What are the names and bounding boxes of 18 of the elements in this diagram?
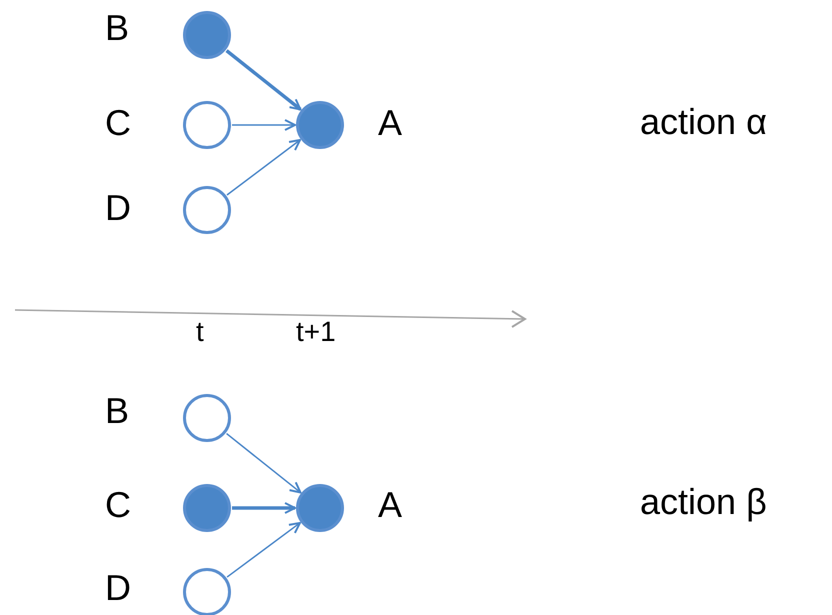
arrow	[226, 432, 302, 494]
arrow	[226, 139, 302, 196]
node-label: A	[378, 487, 402, 523]
node-label: A	[378, 105, 402, 141]
time-label: t	[196, 318, 204, 346]
arrow	[232, 119, 296, 131]
node-label: B	[105, 10, 130, 46]
node-label: D	[105, 570, 131, 606]
action-label: action α	[640, 104, 767, 140]
arrow	[225, 49, 302, 111]
node-label: C	[105, 487, 131, 523]
arrow	[226, 522, 301, 578]
node-label: D	[105, 190, 131, 226]
node-label: B	[105, 393, 130, 429]
arrow	[232, 502, 296, 514]
node-label: C	[105, 105, 131, 141]
action-label: action β	[640, 484, 767, 520]
time-label: t+1	[296, 318, 336, 346]
